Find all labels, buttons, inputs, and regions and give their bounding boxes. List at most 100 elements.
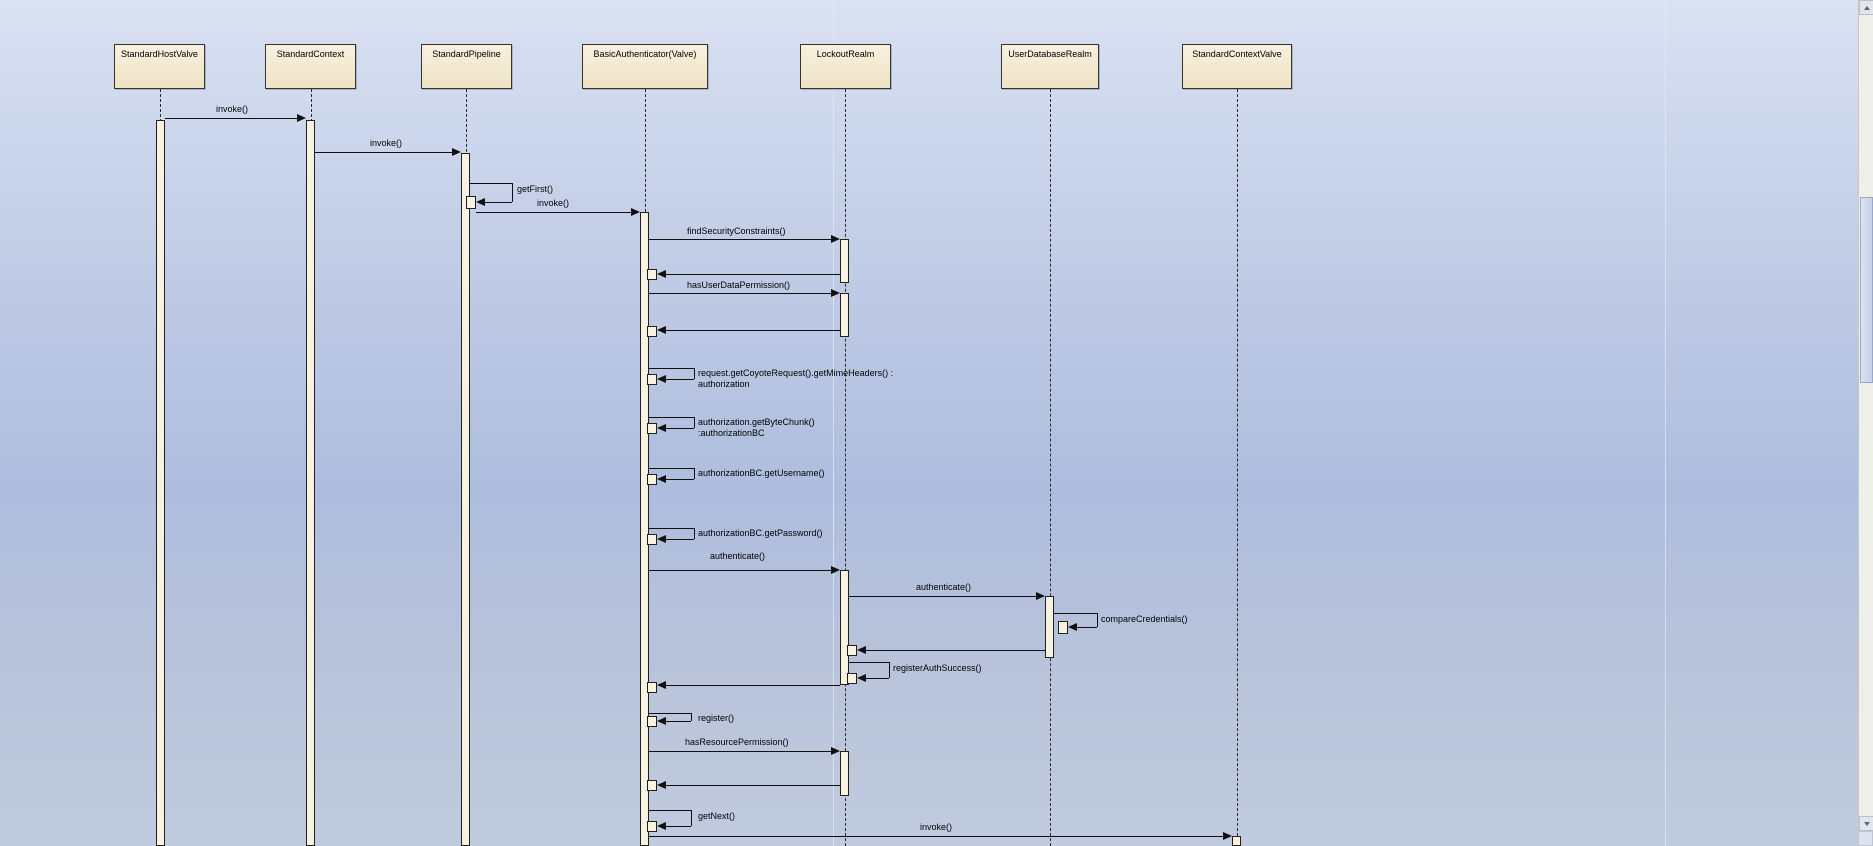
self-message-line [666,539,694,540]
message-arrowhead [657,822,666,830]
message-label: authorization.getByteChunk():authorizati… [698,417,815,439]
self-message-line [666,721,691,722]
self-message-line [666,479,694,480]
lifeline [845,89,846,846]
self-message-line [1097,613,1098,627]
activation-bar [840,293,849,337]
message-label: authorizationBC.getUsername() [698,468,825,479]
self-message-line [649,468,694,469]
message-arrowhead [1223,832,1232,840]
message-arrowhead [831,235,840,243]
message-line [476,212,631,213]
self-message-line [485,202,512,203]
self-message-line [666,428,694,429]
down-arrow-icon [1863,821,1870,826]
message-label-line: invoke() [370,138,403,148]
message-label: request.getCoyoteRequest().getMimeHeader… [698,368,893,390]
self-message-line [649,528,694,529]
message-arrowhead [857,674,866,682]
activation-bar [640,212,649,846]
self-message-line [649,417,694,418]
message-arrowhead [1036,592,1045,600]
scroll-down-button[interactable] [1859,816,1873,831]
message-line [649,751,831,752]
self-message-line [694,368,695,379]
self-message-line [691,713,692,721]
message-label-line: authorizationBC.getPassword() [698,528,823,538]
activation-bar [847,673,857,684]
message-label-line: :authorizationBC [698,428,765,438]
lifeline-head: StandardHostValve [114,44,205,89]
message-label: invoke() [216,104,248,115]
message-arrowhead [657,781,666,789]
message-label-line: authorization [698,379,750,389]
activation-bar [647,269,657,280]
message-label: invoke() [370,138,402,149]
up-arrow-icon [1863,5,1870,10]
activation-bar [840,570,849,685]
activation-bar [466,196,476,209]
message-arrowhead [297,114,306,122]
page-break-line [1665,0,1666,846]
self-message-line [849,662,889,663]
activation-bar [647,821,657,832]
message-line [866,650,1045,651]
page-break-line [833,0,834,846]
self-message-line [1054,613,1097,614]
activation-bar [647,374,657,385]
message-label-line: compareCredentials() [1101,614,1188,624]
message-label-line: authenticate() [710,551,766,561]
lifeline-head: UserDatabaseRealm [1001,44,1099,89]
message-arrowhead [657,326,666,334]
activation-bar [1232,836,1241,846]
message-arrowhead [631,208,640,216]
message-arrowhead [657,475,666,483]
lifeline-head-label: StandardHostValve [121,49,198,59]
message-label: authenticate() [916,582,971,593]
lifeline [1050,89,1051,846]
activation-bar [1045,596,1054,658]
message-label: register() [698,713,734,724]
message-line [649,836,1223,837]
message-line [666,785,840,786]
message-label-line: hasResourcePermission() [685,737,789,747]
activation-bar [647,534,657,545]
message-label: compareCredentials() [1101,614,1188,625]
activation-bar [647,716,657,727]
message-arrowhead [452,148,461,156]
vertical-scrollbar[interactable] [1858,0,1873,846]
message-label: registerAuthSuccess() [893,663,982,674]
message-line [315,152,452,153]
message-label-line: getNext() [698,811,736,821]
message-label-line: hasUserDataPermission() [687,280,791,290]
message-line [649,570,831,571]
activation-bar [847,645,857,656]
activation-bar [647,780,657,791]
message-arrowhead [657,535,666,543]
self-message-line [694,528,695,539]
self-message-line [649,713,691,714]
message-arrowhead [657,681,666,689]
lifeline [1237,89,1238,846]
message-line [649,239,831,240]
activation-bar [647,682,657,693]
lifeline-head: BasicAuthenticator(Valve) [582,44,708,89]
message-label-line: invoke() [920,822,953,832]
activation-bar [647,326,657,337]
message-label: hasUserDataPermission() [687,280,790,291]
scroll-up-button[interactable] [1859,0,1873,15]
message-label-line: authenticate() [916,582,972,592]
lifeline-head: LockoutRealm [800,44,891,89]
message-arrowhead [1068,623,1077,631]
lifeline-head: StandardPipeline [421,44,512,89]
message-label: authorizationBC.getPassword() [698,528,823,539]
self-message-line [470,183,512,184]
message-label-line: authorizationBC.getUsername() [698,468,825,478]
message-label-line: invoke() [537,198,570,208]
self-message-line [889,662,890,678]
message-label: getFirst() [517,184,553,195]
self-message-line [649,368,694,369]
scrollbar-thumb[interactable] [1860,197,1873,383]
message-line [165,118,297,119]
